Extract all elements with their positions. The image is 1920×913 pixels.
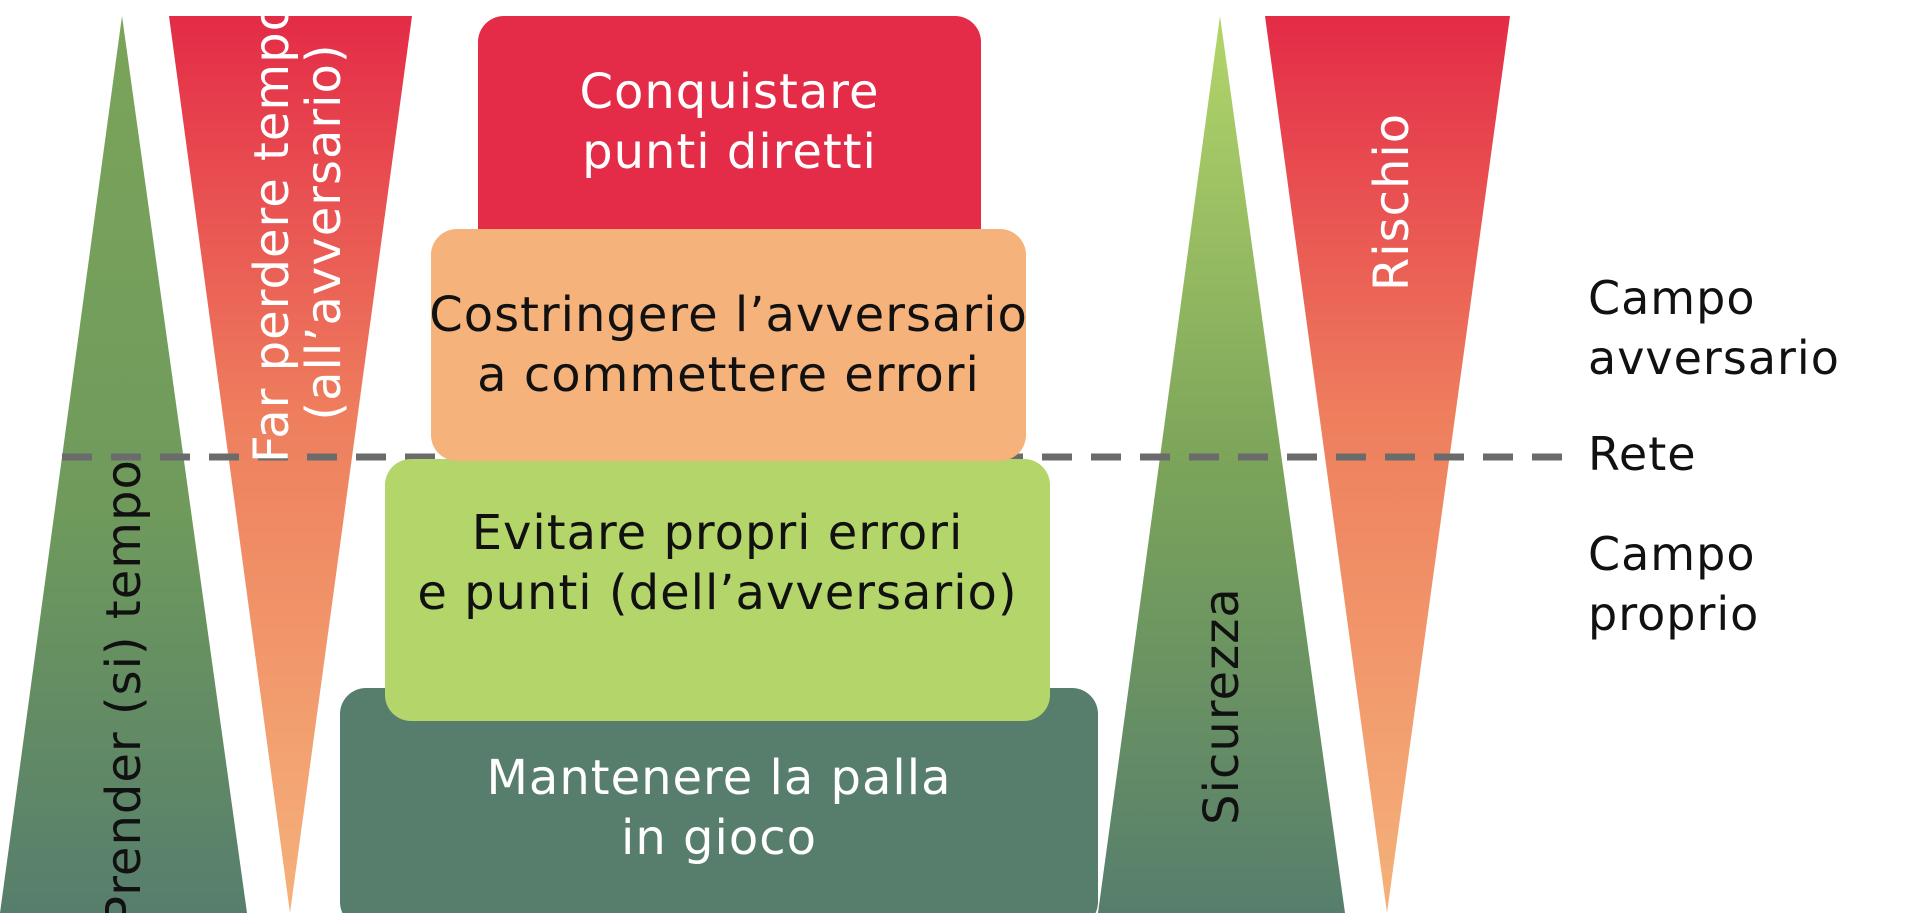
side-label-campo-avversario: Campo avversario — [1588, 268, 1840, 388]
tier-mantenere-palla: Mantenere la palla in gioco — [340, 688, 1098, 913]
triangle-far-perdere-tempo — [169, 16, 412, 913]
tier-line: Conquistare — [579, 64, 880, 120]
label-line: (all’avversario) — [296, 43, 352, 421]
tier-conquistare-punti-text: Conquistare punti diretti — [580, 62, 880, 182]
tier-costringere-errori: Costringere l’avversario a commettere er… — [429, 229, 1028, 461]
label-prender-tempo: Prender (si) tempo — [96, 459, 152, 913]
side-label-line: proprio — [1588, 587, 1760, 641]
label-line: Prender (si) tempo — [96, 459, 152, 913]
label-line: Far perdere tempo — [244, 1, 300, 463]
tier-line: Costringere l’avversario — [429, 287, 1028, 343]
tier-line: Mantenere la palla — [486, 750, 952, 806]
side-label-line: avversario — [1588, 331, 1840, 385]
tier-evitare-errori-text: Evitare propri errori e punti (dell’avve… — [417, 503, 1017, 623]
side-label-line: Rete — [1588, 427, 1697, 481]
tier-line: a commettere errori — [477, 347, 980, 403]
label-sicurezza: Sicurezza — [1194, 587, 1250, 825]
triangle-prender-tempo — [0, 16, 247, 913]
tier-line: Evitare propri errori — [471, 505, 964, 561]
triangle-sicurezza — [1098, 16, 1345, 913]
tier-evitare-errori: Evitare propri errori e punti (dell’avve… — [385, 459, 1050, 721]
label-rischio: Rischio — [1364, 112, 1420, 292]
side-label-line: Campo — [1588, 271, 1756, 325]
label-line: Rischio — [1364, 112, 1420, 292]
side-label-line: Campo — [1588, 527, 1756, 581]
triangle-rischio — [1265, 16, 1510, 913]
label-far-perdere-tempo: Far perdere tempo (all’avversario) — [244, 1, 352, 463]
tier-line: in gioco — [621, 810, 817, 866]
tier-costringere-errori-text: Costringere l’avversario a commettere er… — [429, 285, 1028, 405]
tier-mantenere-palla-text: Mantenere la palla in gioco — [487, 748, 952, 868]
side-label-rete: Rete — [1588, 424, 1697, 484]
tier-line: e punti (dell’avversario) — [417, 565, 1018, 621]
side-label-campo-proprio: Campo proprio — [1588, 524, 1759, 644]
label-line: Sicurezza — [1194, 587, 1250, 825]
tier-line: punti diretti — [582, 124, 877, 180]
